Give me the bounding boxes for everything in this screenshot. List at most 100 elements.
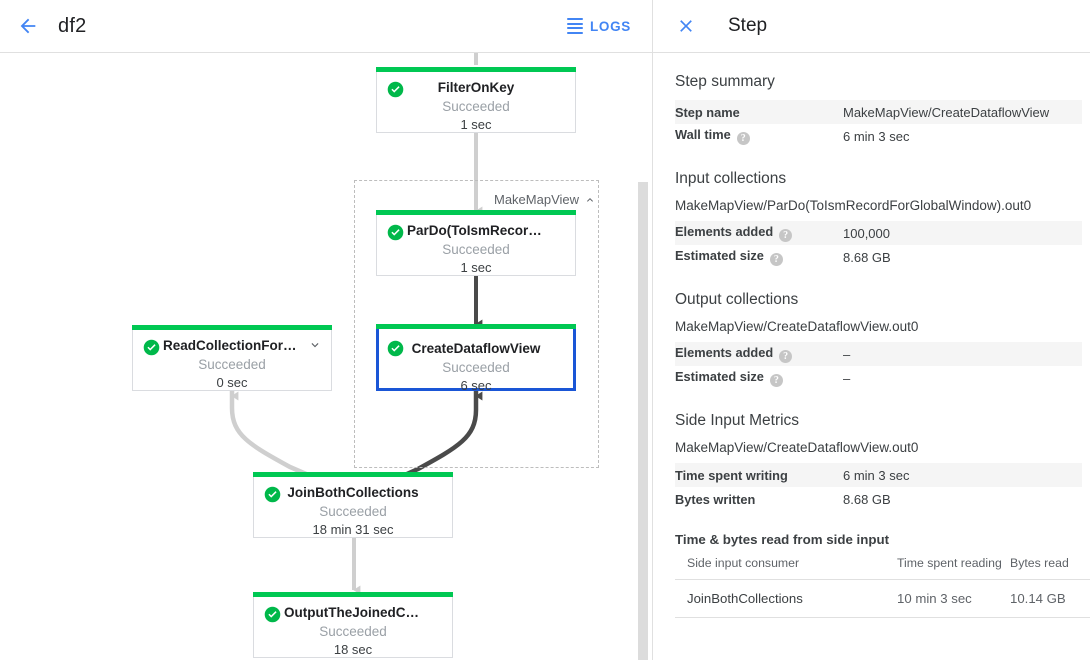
- job-graph-pane: df2 LOGS: [0, 0, 653, 660]
- row-value: 8.68 GB: [843, 491, 891, 507]
- success-check-icon: [143, 339, 160, 356]
- spacer: [675, 511, 1082, 529]
- job-graph-canvas[interactable]: MakeMapView FilterOnKey Succeeded 1 sec: [0, 53, 653, 660]
- node-status: Succeeded: [442, 99, 510, 114]
- row-key: Wall time?: [675, 124, 843, 148]
- back-button[interactable]: [6, 4, 50, 48]
- table-row: Step name MakeMapView/CreateDataflowView: [675, 100, 1082, 124]
- table-row: Estimated size? 8.68 GB: [675, 245, 1082, 269]
- node-body: ReadCollectionForJoin Succeeded 0 sec: [133, 326, 331, 392]
- chevron-up-icon[interactable]: [584, 194, 596, 206]
- row-key: Time spent writing: [675, 467, 788, 483]
- cell-bytes: 10.14 GB: [1010, 579, 1090, 618]
- panel-title: Step: [728, 15, 768, 36]
- graph-node-pardo-toismrecord[interactable]: ParDo(ToIsmRecordFor… Succeeded 1 sec: [376, 210, 576, 277]
- section-heading: Output collections: [675, 291, 799, 308]
- section-output-collections: Output collections MakeMapView/CreateDat…: [675, 291, 1082, 390]
- graph-node-outputthejoinedcollection[interactable]: OutputTheJoinedCollec… Succeeded 18 sec: [253, 592, 453, 659]
- table-row: Estimated size? –: [675, 366, 1082, 390]
- row-value: 6 min 3 sec: [843, 128, 910, 144]
- spacer: [675, 148, 1082, 170]
- graph-vertical-scrollbar[interactable]: [638, 182, 648, 660]
- logs-button-label: LOGS: [589, 18, 631, 34]
- node-body: ParDo(ToIsmRecordFor… Succeeded 1 sec: [377, 211, 575, 277]
- row-key: Elements added?: [675, 221, 843, 245]
- row-key: Step name: [675, 100, 843, 124]
- node-status: Succeeded: [319, 504, 387, 519]
- node-body: JoinBothCollections Succeeded 18 min 31 …: [254, 473, 452, 539]
- step-details-panel: Step Step summary Step name MakeMapView/…: [653, 0, 1090, 660]
- help-icon[interactable]: ?: [779, 350, 793, 363]
- node-duration: 18 sec: [333, 642, 373, 657]
- row-key-text: Elements added: [675, 224, 774, 239]
- logs-button[interactable]: LOGS: [566, 17, 631, 35]
- graph-node-readcollectionforjoin[interactable]: ReadCollectionForJoin Succeeded 0 sec: [132, 325, 332, 392]
- help-icon[interactable]: ?: [736, 132, 750, 145]
- side-input-read-table: Side input consumer Time spent reading B…: [675, 551, 1090, 618]
- group-makemapview-label[interactable]: MakeMapView: [494, 192, 596, 207]
- row-key: Estimated size?: [675, 366, 843, 390]
- page-title: df2: [58, 14, 87, 37]
- close-panel-button[interactable]: [669, 9, 703, 43]
- chevron-down-icon[interactable]: [308, 338, 322, 352]
- collection-name: MakeMapView/CreateDataflowView.out0: [675, 440, 919, 455]
- success-check-icon: [387, 81, 404, 98]
- success-check-icon: [264, 486, 281, 503]
- spacer: [675, 390, 1082, 412]
- graph-node-filteronkey[interactable]: FilterOnKey Succeeded 1 sec: [376, 67, 576, 133]
- graph-edges: [229, 53, 483, 595]
- node-status-bar: [376, 210, 576, 215]
- section-heading: Time & bytes read from side input: [675, 532, 890, 547]
- section-heading: Side Input Metrics: [675, 412, 800, 429]
- node-title: ParDo(ToIsmRecordFor…: [407, 223, 572, 238]
- row-key-text: Step name: [675, 104, 740, 120]
- row-key-text: Estimated size: [675, 369, 764, 384]
- row-key-text: Wall time: [675, 127, 731, 142]
- column-header-consumer: Side input consumer: [675, 551, 897, 580]
- top-toolbar: df2 LOGS: [0, 0, 653, 53]
- node-duration: 6 sec: [460, 378, 492, 393]
- node-title: CreateDataflowView: [411, 341, 541, 356]
- node-duration: 1 sec: [460, 260, 492, 275]
- table-row: Time spent writing 6 min 3 sec: [675, 463, 1082, 487]
- graph-node-createdataflowview[interactable]: CreateDataflowView Succeeded 6 sec: [376, 324, 576, 393]
- section-side-input-reads: Time & bytes read from side input Side i…: [675, 529, 1090, 618]
- node-duration: 18 min 31 sec: [312, 522, 394, 537]
- row-key-text: Estimated size: [675, 248, 764, 263]
- help-icon[interactable]: ?: [769, 374, 783, 387]
- column-header-time: Time spent reading: [897, 551, 1010, 580]
- row-value: 8.68 GB: [843, 249, 891, 265]
- node-body: OutputTheJoinedCollec… Succeeded 18 sec: [254, 593, 452, 659]
- cell-time: 10 min 3 sec: [897, 579, 1010, 618]
- step-panel-body: Step summary Step name MakeMapView/Creat…: [653, 53, 1090, 660]
- row-key: Bytes written: [675, 491, 756, 507]
- success-check-icon: [387, 340, 404, 357]
- section-input-collections: Input collections MakeMapView/ParDo(ToIs…: [675, 170, 1082, 269]
- node-status-bar: [253, 472, 453, 477]
- graph-node-joinbothcollections[interactable]: JoinBothCollections Succeeded 18 min 31 …: [253, 472, 453, 539]
- spacer: [675, 269, 1082, 291]
- node-status-bar: [376, 67, 576, 72]
- help-icon[interactable]: ?: [769, 253, 783, 266]
- step-summary-table: Step name MakeMapView/CreateDataflowView…: [675, 100, 1082, 148]
- collection-name: MakeMapView/ParDo(ToIsmRecordForGlobalWi…: [675, 198, 1032, 213]
- node-title: FilterOnKey: [437, 80, 515, 95]
- table-row: Wall time? 6 min 3 sec: [675, 124, 1082, 148]
- group-label-text: MakeMapView: [494, 192, 580, 207]
- column-header-bytes: Bytes read: [1010, 551, 1090, 580]
- close-icon: [680, 20, 692, 32]
- row-key-text: Elements added: [675, 345, 774, 360]
- table-header-row: Side input consumer Time spent reading B…: [675, 551, 1090, 580]
- success-check-icon: [264, 606, 281, 623]
- node-status-bar: [376, 324, 576, 329]
- node-duration: 0 sec: [216, 375, 248, 390]
- step-panel-header: Step: [653, 0, 1090, 53]
- node-status: Succeeded: [442, 360, 510, 375]
- row-key: Estimated size?: [675, 245, 843, 269]
- row-value: –: [843, 370, 851, 386]
- help-icon[interactable]: ?: [779, 229, 793, 242]
- table-row: Elements added? –: [675, 342, 1082, 366]
- group-makemapview[interactable]: [354, 180, 599, 468]
- table-row[interactable]: JoinBothCollections 10 min 3 sec 10.14 G…: [675, 579, 1090, 618]
- row-key: Elements added?: [675, 342, 843, 366]
